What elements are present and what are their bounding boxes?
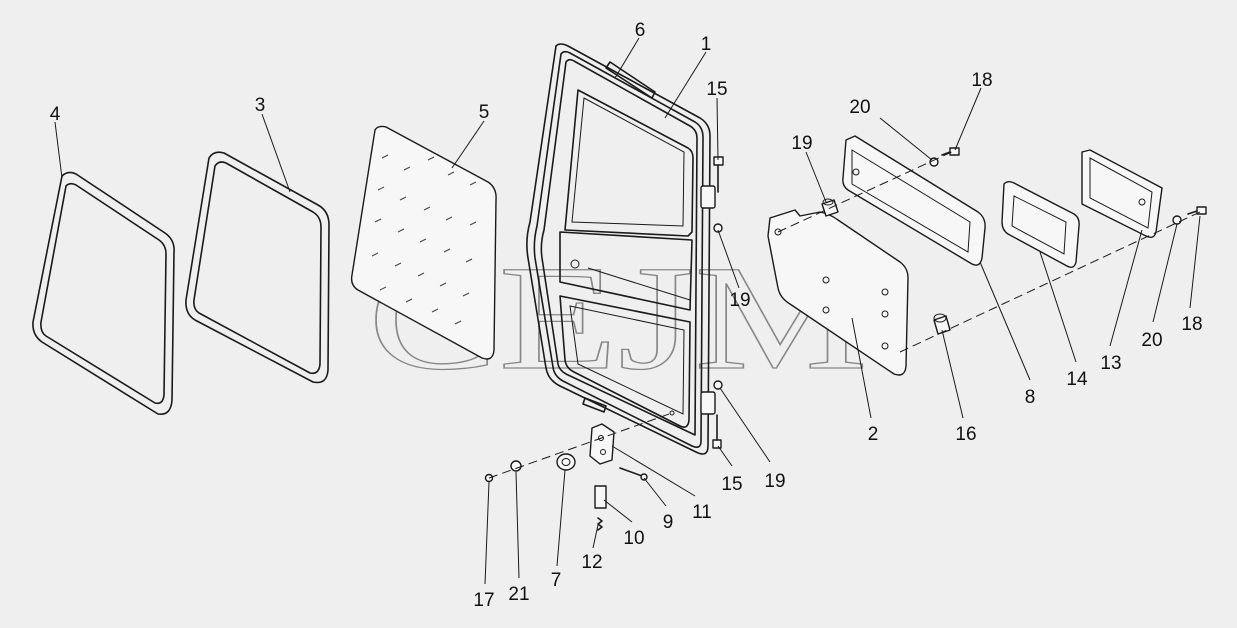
callout-21: 21: [508, 584, 529, 605]
callout-12: 12: [581, 552, 602, 573]
callout-5: 5: [479, 102, 490, 123]
assembly-line-lock: [488, 412, 673, 479]
part-15-bolt-lower: [712, 414, 722, 449]
callout-17: 17: [473, 590, 494, 611]
part-6-seal-strip: [582, 61, 656, 413]
part-20-washer-lower: [1172, 215, 1182, 225]
callout-19-lower: 19: [764, 471, 785, 492]
callout-9: 9: [663, 512, 674, 533]
callout-8: 8: [1025, 387, 1036, 408]
callout-2: 2: [868, 424, 879, 445]
part-18-screw-upper: [941, 147, 960, 156]
leader-lines: [54, 37, 1201, 585]
callout-13: 13: [1100, 353, 1121, 374]
part-7-knob: [556, 453, 576, 471]
part-9-pin: [619, 467, 648, 481]
part-21-washer: [510, 460, 522, 472]
part-15-bolt-upper: [713, 156, 724, 193]
callout-14: 14: [1066, 369, 1088, 390]
part-19-nut-door-upper: [713, 223, 723, 233]
callout-10: 10: [623, 528, 644, 549]
callout-19-door: 19: [729, 290, 750, 311]
part-4-seal: [32, 171, 175, 416]
part-16-spacer: [933, 313, 951, 335]
part-19-nut-door-lower: [713, 380, 723, 390]
callout-18-lower: 18: [1181, 314, 1202, 335]
callout-15-lower: 15: [721, 474, 742, 495]
callout-7: 7: [551, 570, 562, 591]
callout-11: 11: [692, 502, 712, 523]
callout-19-spacer: 19: [791, 133, 812, 154]
part-1-door-frame: [526, 43, 716, 455]
part-3-seal: [185, 151, 330, 384]
callout-20-lower: 20: [1141, 330, 1162, 351]
callout-3: 3: [255, 95, 266, 116]
callout-4: 4: [50, 104, 61, 125]
assembly-line-upper: [777, 149, 957, 233]
part-11-latch: [589, 423, 615, 465]
callout-15-upper: 15: [706, 79, 727, 100]
part-12-spring: [597, 517, 603, 531]
callout-18-upper: 18: [971, 70, 992, 91]
callout-1: 1: [701, 34, 712, 55]
callout-6: 6: [635, 20, 646, 41]
callout-16: 16: [955, 424, 976, 445]
part-5-glass: [350, 125, 497, 360]
part-8-panel: [842, 135, 986, 266]
part-18-screw-lower: [1187, 206, 1207, 215]
part-10-plate: [594, 485, 607, 509]
part-14-frame: [1001, 181, 1080, 269]
part-13-bracket: [1081, 149, 1163, 239]
callout-20-upper: 20: [849, 97, 870, 118]
